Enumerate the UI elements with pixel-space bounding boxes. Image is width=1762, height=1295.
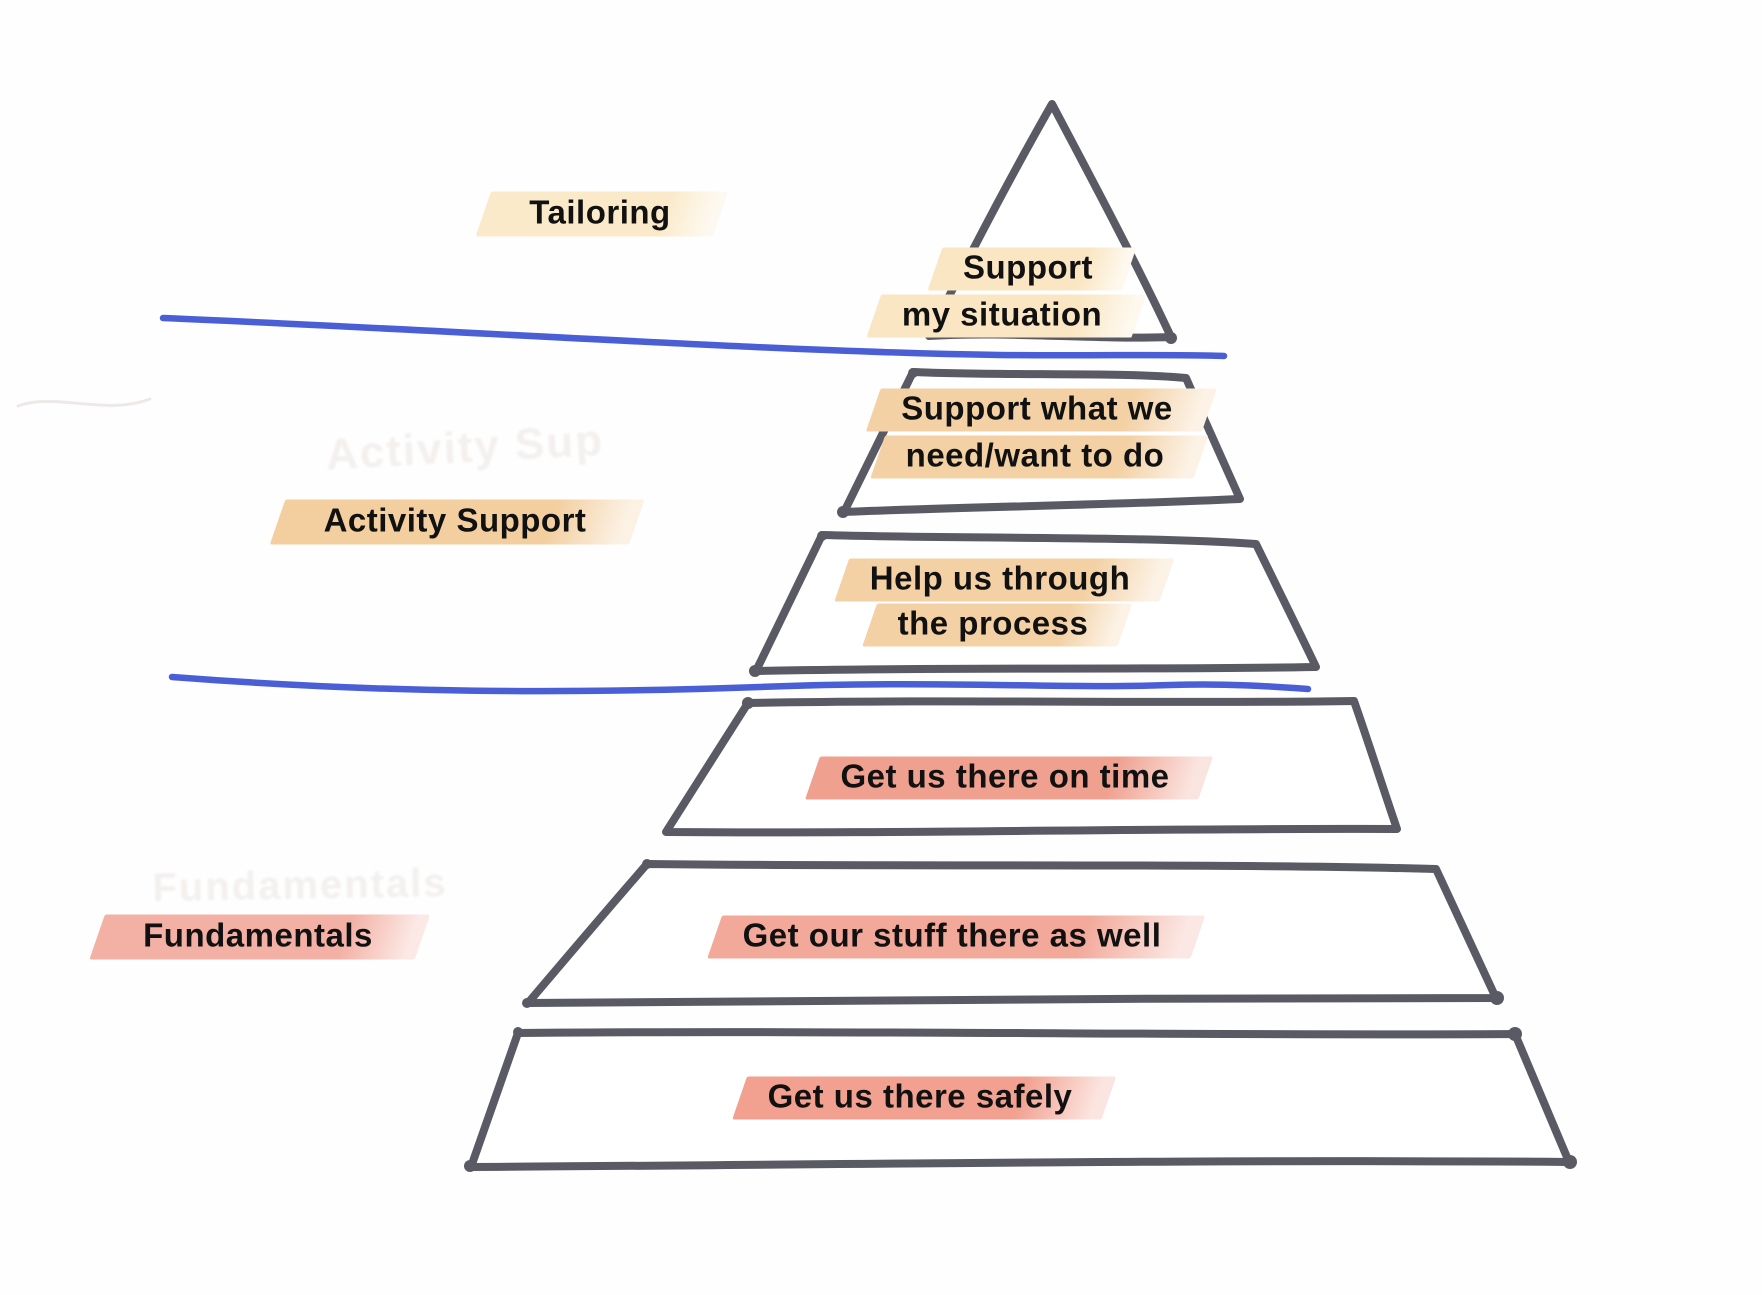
divider-line-lower — [168, 673, 1312, 695]
tier-3-text-line-1: Help us through — [834, 558, 1174, 602]
side-label-text: Tailoring — [529, 193, 671, 231]
pen-dot — [1048, 102, 1056, 110]
pen-dot — [1563, 1155, 1577, 1169]
side-label-text: Fundamentals — [143, 916, 373, 954]
tier-6-text: Get us there safely — [732, 1076, 1117, 1120]
tier-text: Support — [963, 248, 1093, 286]
tier-2-text-line-1: Support what we — [865, 388, 1217, 432]
tier-text: the process — [897, 604, 1089, 642]
pen-dot — [464, 1160, 476, 1172]
faint-scribble — [16, 397, 152, 408]
pen-dot — [1490, 991, 1504, 1005]
pen-dot — [1165, 332, 1177, 344]
tier-text: Get our stuff there as well — [742, 916, 1162, 954]
tier-text: my situation — [901, 295, 1103, 333]
tier-text: Get us there on time — [840, 757, 1170, 795]
side-label-tailoring: Tailoring — [475, 191, 728, 237]
tier-1-text-line-2: my situation — [866, 294, 1146, 338]
pen-dot — [1508, 1027, 1522, 1041]
tier-text: Support what we — [901, 389, 1173, 427]
ghost-text-fundamentals: Fundamentals — [152, 860, 448, 911]
pen-dot — [837, 506, 849, 518]
tier-1-text-line-1: Support — [927, 247, 1137, 291]
tier-3-text-line-2: the process — [862, 603, 1133, 647]
tier-4-text: Get us there on time — [805, 756, 1214, 800]
pen-dot — [642, 859, 652, 869]
side-label-activity-support: Activity Support — [269, 499, 644, 545]
pen-dots — [464, 102, 1577, 1172]
tier-text: Help us through — [869, 559, 1131, 597]
side-label-fundamentals: Fundamentals — [89, 914, 431, 960]
pen-dot — [908, 368, 918, 378]
pen-dot — [522, 998, 532, 1008]
tier-text: Get us there safely — [767, 1077, 1073, 1115]
divider-line-upper — [159, 314, 1228, 360]
pen-dot — [513, 1027, 523, 1037]
tier-2-text-line-2: need/want to do — [870, 435, 1209, 479]
tier-text: need/want to do — [905, 436, 1165, 474]
side-label-text: Activity Support — [323, 501, 587, 539]
pen-dot — [742, 697, 754, 709]
tier-5-text: Get our stuff there as well — [707, 915, 1206, 959]
pen-dot — [817, 531, 827, 541]
pen-dot — [749, 665, 761, 677]
